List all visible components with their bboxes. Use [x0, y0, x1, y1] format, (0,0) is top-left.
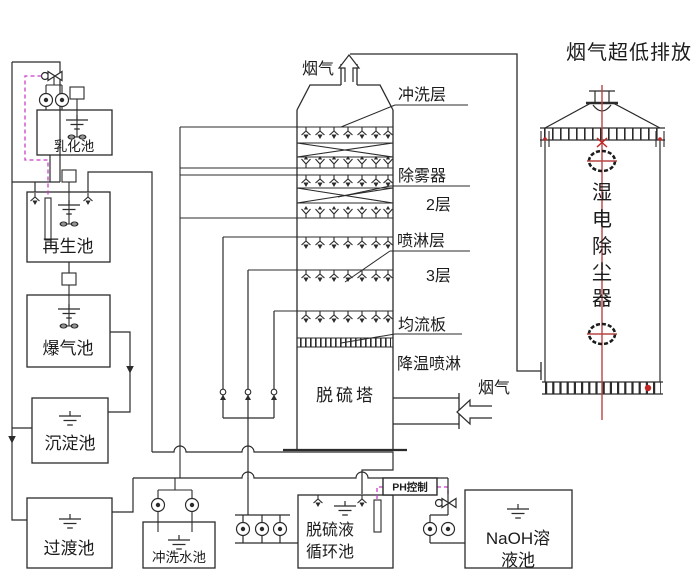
naoh-tank-label-line1: NaOH溶: [486, 529, 550, 548]
ph-control-label: PH控制: [392, 481, 428, 494]
pump-icon: [254, 521, 270, 537]
liquid-level-icon: [58, 410, 82, 426]
wesp-name-char: 除: [592, 235, 612, 258]
wash-spray-row: [300, 126, 394, 140]
spray-layer-label: 喷淋层: [397, 232, 445, 250]
circulation-tank: 脱硫液 循环池: [297, 494, 394, 569]
valve-icon: [40, 70, 63, 82]
pump-icon: [422, 521, 438, 537]
regeneration-tank-label: 再生池: [43, 237, 94, 256]
regeneration-tank: 再生池: [26, 169, 111, 263]
valve-icon: [219, 388, 227, 401]
mixer-motor-icon: [61, 169, 77, 183]
nozzle-icon: [82, 192, 94, 206]
transition-tank: 过渡池: [26, 497, 113, 569]
flow-arrow: [126, 366, 134, 374]
spray-row-1: [300, 236, 394, 250]
sedimentation-tank-label: 沉淀池: [45, 434, 96, 453]
probe-icon: [44, 197, 52, 241]
ultra-low-emission-title: 烟气超低排放: [566, 41, 692, 64]
spray-row-3: [300, 310, 394, 324]
liquid-level-icon: [167, 534, 191, 550]
flange-mark: [658, 137, 662, 141]
pump-icon: [150, 497, 166, 513]
demister-rinse-up-row: [300, 155, 394, 169]
circulation-tank-label-line2: 循环池: [306, 543, 354, 561]
emulsification-tank-label: 乳化池: [54, 139, 95, 154]
demister-rinse-up-row2: [300, 205, 394, 219]
aeration-tank: 爆气池: [26, 272, 111, 368]
gas-inlet-duct: 烟气: [393, 379, 510, 429]
gas-left-arrow-icon: [456, 398, 492, 426]
pump-icon: [184, 497, 200, 513]
spray-feed-pipes: [222, 237, 298, 544]
top-flange-mark: [596, 137, 608, 148]
ph-control: PH控制: [376, 477, 449, 499]
flow-plate-label: 均流板: [398, 316, 446, 334]
ph-probe-icon: [373, 499, 382, 533]
wesp-name-char: 电: [592, 208, 612, 231]
base-drain-mark: [644, 384, 652, 392]
liquid-level-icon: [333, 500, 357, 516]
demister-rinse-down-row: [300, 174, 394, 188]
gas-up-arrow-icon: [337, 54, 361, 82]
flush-water-tank: 冲洗水池: [142, 478, 216, 569]
flue-gas-outlet-label: 烟气: [302, 60, 334, 78]
pump-icon: [272, 521, 288, 537]
flush-water-tank-label: 冲洗水池: [152, 550, 206, 565]
flue-gas-inlet-label: 烟气: [478, 379, 510, 397]
aeration-tank-label: 爆气池: [43, 339, 94, 358]
sedimentation-tank: 沉淀池: [31, 397, 109, 464]
naoh-tank-label-line2: 液池: [501, 551, 535, 570]
piping-headers: [133, 445, 448, 494]
wet-esp: 烟气超低排放 湿 电 除 尘 器: [540, 41, 692, 420]
wesp-name-char: 湿: [592, 181, 612, 204]
pump-icon: [54, 92, 70, 108]
pump-icon: [440, 521, 456, 537]
transition-tank-label: 过渡池: [44, 539, 95, 558]
clean-gas-duct: [350, 53, 542, 380]
pump-icon: [38, 92, 54, 108]
wesp-name-char: 尘: [592, 261, 612, 284]
demister-label: 除雾器: [398, 167, 446, 185]
wesp-name-char: 器: [592, 288, 612, 310]
tower-callouts: 冲洗层 除雾器 2层 喷淋层 3层 均流板 降温喷淋: [337, 86, 470, 373]
nozzle-icon: [312, 494, 324, 508]
spray-layers-label: 3层: [426, 268, 451, 285]
naoh-tank: NaOH溶 液池: [464, 489, 573, 570]
circulation-tank-label-line1: 脱硫液: [306, 521, 354, 539]
wash-layer-label: 冲洗层: [398, 86, 446, 104]
mixer-motor-icon: [61, 272, 77, 286]
liquid-level-icon: [58, 513, 82, 529]
desulfurization-tower: 脱硫塔: [179, 54, 407, 478]
valve-icon: [270, 388, 278, 401]
emulsification-tank: 乳化池: [36, 70, 113, 156]
control-signal-line: [24, 75, 49, 196]
piping-left: [11, 61, 153, 521]
valve-icon: [434, 497, 457, 509]
naoh-dosing: [422, 478, 465, 544]
tower-name-label: 脱硫塔: [316, 386, 376, 405]
valve-icon: [244, 388, 252, 401]
cooling-spray-label: 降温喷淋: [397, 355, 461, 373]
flow-arrow: [8, 436, 16, 444]
nozzle-icon: [29, 192, 41, 206]
liquid-level-icon: [506, 503, 530, 519]
flange-mark: [543, 137, 547, 141]
demister-layers-label: 2层: [426, 197, 451, 214]
nozzle-icon: [356, 494, 368, 508]
pump-icon: [235, 521, 251, 537]
